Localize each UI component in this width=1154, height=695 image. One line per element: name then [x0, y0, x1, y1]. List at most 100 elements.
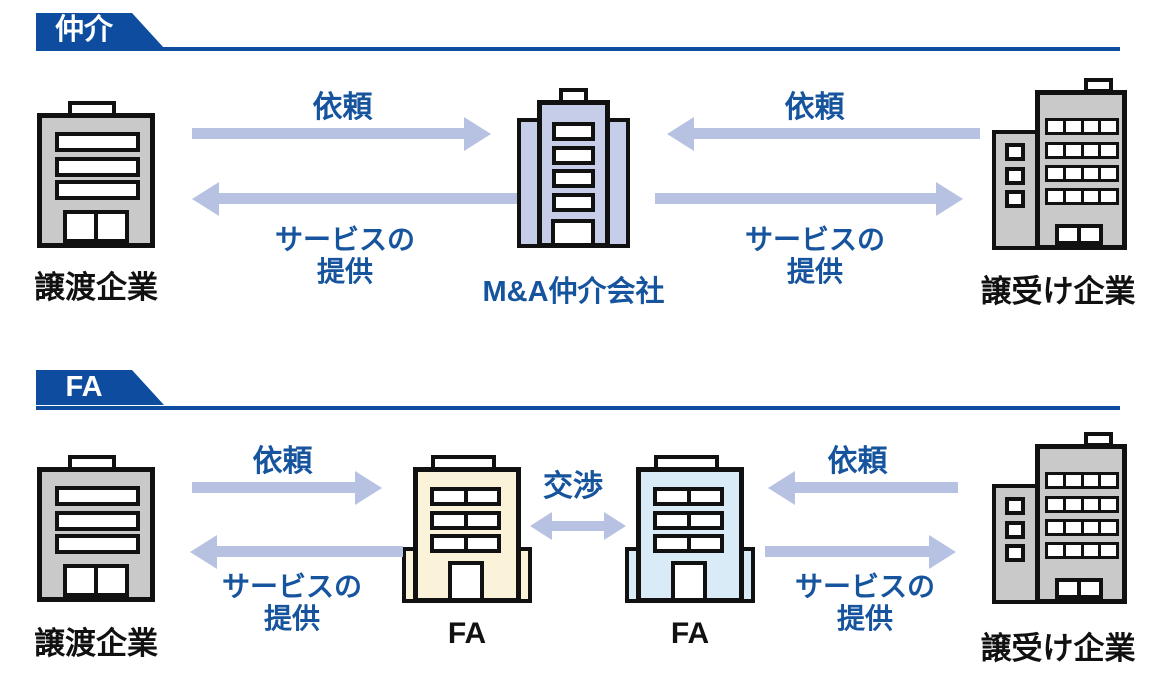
window-pane	[463, 487, 501, 506]
request-label: 依頼	[784, 91, 845, 124]
transferor-company-label: 譲渡企業	[34, 626, 158, 661]
door-pane	[94, 564, 129, 597]
building-window	[55, 486, 140, 506]
building-window-row	[430, 534, 501, 553]
window-pane	[1098, 496, 1119, 513]
door-pane	[63, 210, 98, 243]
building-window-row	[1045, 118, 1119, 135]
window-pane	[653, 487, 691, 506]
building-window-row	[1045, 496, 1119, 513]
transferee-company-building-icon	[992, 432, 1127, 604]
building-door	[1055, 578, 1103, 599]
service-arrow	[655, 193, 936, 204]
building-door	[63, 210, 129, 243]
building-body	[37, 113, 155, 248]
building-window-row	[430, 487, 501, 506]
window-pane	[1098, 472, 1119, 489]
window-pane	[430, 511, 468, 530]
transferor-company-label: 譲渡企業	[34, 270, 158, 305]
building-window-row	[1045, 188, 1119, 205]
building-body	[1035, 90, 1127, 250]
section-rule-fa	[36, 406, 1120, 410]
fa-left-label: FA	[447, 617, 487, 650]
service-arrow	[765, 546, 929, 557]
request-arrow	[795, 482, 958, 493]
building-window	[552, 193, 595, 212]
section-header-chukai-label: 仲介	[54, 14, 113, 46]
building-window-row	[1045, 472, 1119, 489]
service-label-line2: 提供	[836, 603, 893, 634]
building-body	[413, 467, 521, 603]
fa-left-building-icon	[402, 455, 532, 603]
building-door	[551, 219, 595, 243]
building-window	[55, 534, 140, 554]
window-pane	[686, 487, 724, 506]
building-window	[1005, 190, 1025, 208]
window-pane	[463, 511, 501, 530]
transferor-company-building-icon	[37, 455, 155, 602]
building-window-row	[1045, 165, 1119, 182]
building-window-row	[653, 487, 724, 506]
service-label: サービスの 提供	[715, 224, 915, 288]
section-header-chukai: 仲介	[36, 13, 164, 48]
section-rule-chukai	[36, 47, 1120, 51]
negotiation-arrow	[552, 521, 604, 531]
building-window	[1005, 521, 1025, 539]
window-pane	[1098, 118, 1119, 135]
service-label: サービスの 提供	[192, 571, 392, 635]
door-pane	[63, 564, 98, 597]
service-arrow	[217, 546, 403, 557]
building-window	[1005, 143, 1025, 161]
building-door	[671, 561, 707, 598]
service-label-line2: 提供	[786, 256, 843, 287]
service-arrow	[219, 193, 517, 204]
service-label: サービスの 提供	[765, 571, 965, 635]
request-label: 依頼	[252, 445, 313, 478]
service-label: サービスの 提供	[245, 224, 445, 288]
building-door	[63, 564, 129, 597]
building-body	[37, 467, 155, 602]
building-window	[552, 146, 595, 165]
building-window	[55, 180, 140, 200]
building-body	[1035, 444, 1127, 604]
building-window	[552, 169, 595, 188]
building-door	[448, 561, 484, 598]
transferor-company-building-icon	[37, 101, 155, 248]
building-window-row	[653, 511, 724, 530]
negotiation-label: 交渉	[543, 470, 603, 503]
door-pane	[94, 210, 129, 243]
service-label-line1: サービスの	[221, 571, 362, 602]
window-pane	[430, 487, 468, 506]
building-body	[636, 467, 744, 603]
ma-intermediary-label: M&A仲介会社	[482, 276, 665, 308]
building-window-row	[1045, 142, 1119, 159]
request-arrow	[192, 482, 355, 493]
request-arrow	[192, 128, 464, 139]
transferee-company-label: 譲受け企業	[980, 274, 1136, 309]
transferee-company-label: 譲受け企業	[980, 631, 1136, 666]
building-window	[55, 511, 140, 531]
request-label: 依頼	[827, 445, 888, 478]
building-window-row	[430, 511, 501, 530]
service-label-line2: 提供	[263, 603, 320, 634]
building-body	[992, 484, 1040, 604]
transferee-company-building-icon	[992, 78, 1127, 250]
building-window	[1005, 497, 1025, 515]
building-window	[552, 122, 595, 141]
window-pane	[463, 534, 501, 553]
window-pane	[1098, 188, 1119, 205]
service-label-line1: サービスの	[744, 224, 885, 255]
building-body	[992, 130, 1040, 250]
window-pane	[686, 511, 724, 530]
building-door	[1055, 224, 1103, 245]
door-pane	[1077, 578, 1103, 599]
fa-right-label: FA	[670, 617, 710, 650]
fa-right-building-icon	[625, 455, 755, 603]
window-pane	[1098, 519, 1119, 536]
window-pane	[1098, 542, 1119, 559]
window-pane	[430, 534, 468, 553]
request-arrow	[694, 128, 980, 139]
building-window	[55, 132, 140, 152]
service-label-line1: サービスの	[274, 224, 415, 255]
